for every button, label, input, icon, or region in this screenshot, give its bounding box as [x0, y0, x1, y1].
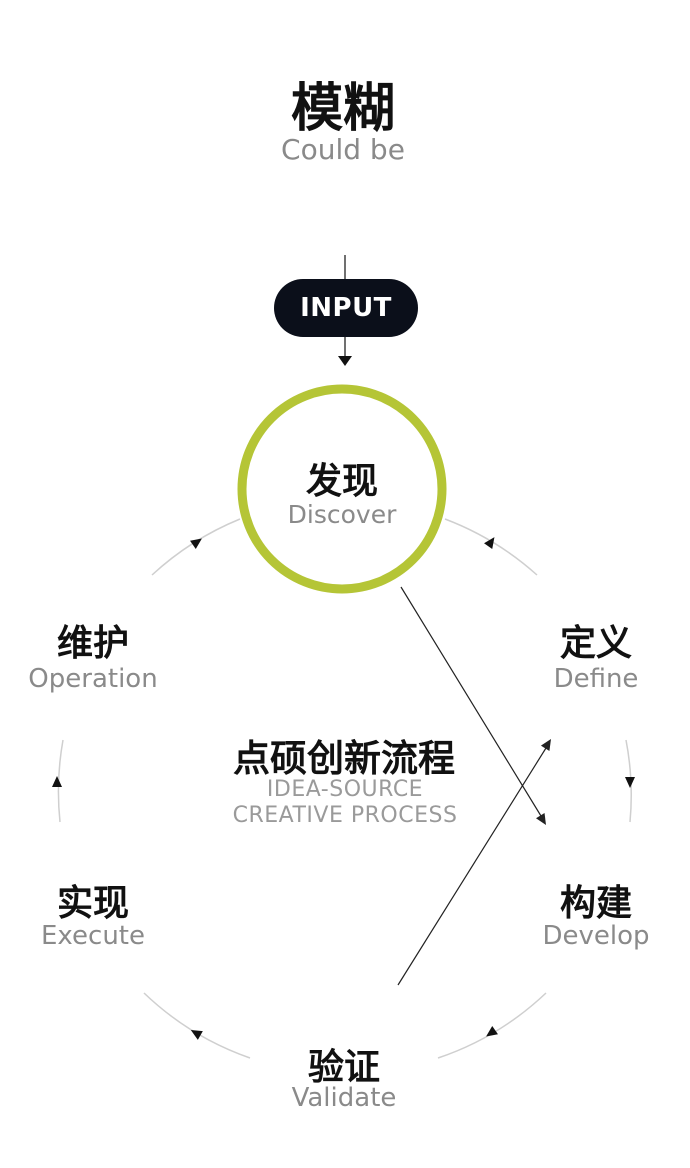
connector-validate-develop-head: [540, 739, 551, 751]
stage-develop-subtitle: Develop: [542, 921, 650, 951]
process-subtitle-line2: CREATIVE PROCESS: [232, 803, 458, 828]
arrowhead-to-validate: [486, 1026, 498, 1037]
stage-operation-title: 维护: [56, 623, 130, 664]
connector-validate-develop: [397, 747, 547, 986]
arc-develop-validate: [437, 992, 547, 1059]
arrowhead-to-operation: [52, 776, 62, 787]
arrowhead-to-discover: [190, 538, 202, 549]
process-title: 点硕创新流程: [233, 737, 455, 780]
stage-operation-subtitle: Operation: [28, 664, 158, 694]
stage-validate-title: 验证: [307, 1047, 381, 1088]
stage-discover-title: 发现: [305, 461, 379, 502]
stage-define-subtitle: Define: [553, 664, 639, 694]
stage-develop-title: 构建: [559, 883, 633, 924]
connector-discover-develop: [400, 586, 542, 817]
stage-define-title: 定义: [559, 623, 633, 664]
arrowhead-to-execute: [190, 1030, 203, 1040]
arrowhead-to-develop: [625, 777, 635, 788]
stage-execute-title: 实现: [56, 883, 130, 924]
stage-validate-subtitle: Validate: [291, 1083, 397, 1113]
process-subtitle-line1: IDEA-SOURCE: [266, 777, 424, 802]
input-badge: INPUT: [274, 279, 418, 337]
stage-discover-subtitle: Discover: [287, 500, 397, 529]
arc-validate-execute: [143, 992, 251, 1059]
discover-circle: [237, 384, 447, 594]
connector-discover-develop-head: [536, 813, 546, 825]
input-arrowhead: [338, 356, 352, 366]
arrowhead-to-define: [484, 537, 495, 549]
top-subtitle: Could be: [281, 133, 405, 166]
stage-execute-subtitle: Execute: [41, 921, 145, 951]
arc-discover-define: [444, 518, 538, 576]
top-title: 模糊: [290, 79, 396, 139]
cycle-arrowheads: [52, 537, 635, 1040]
